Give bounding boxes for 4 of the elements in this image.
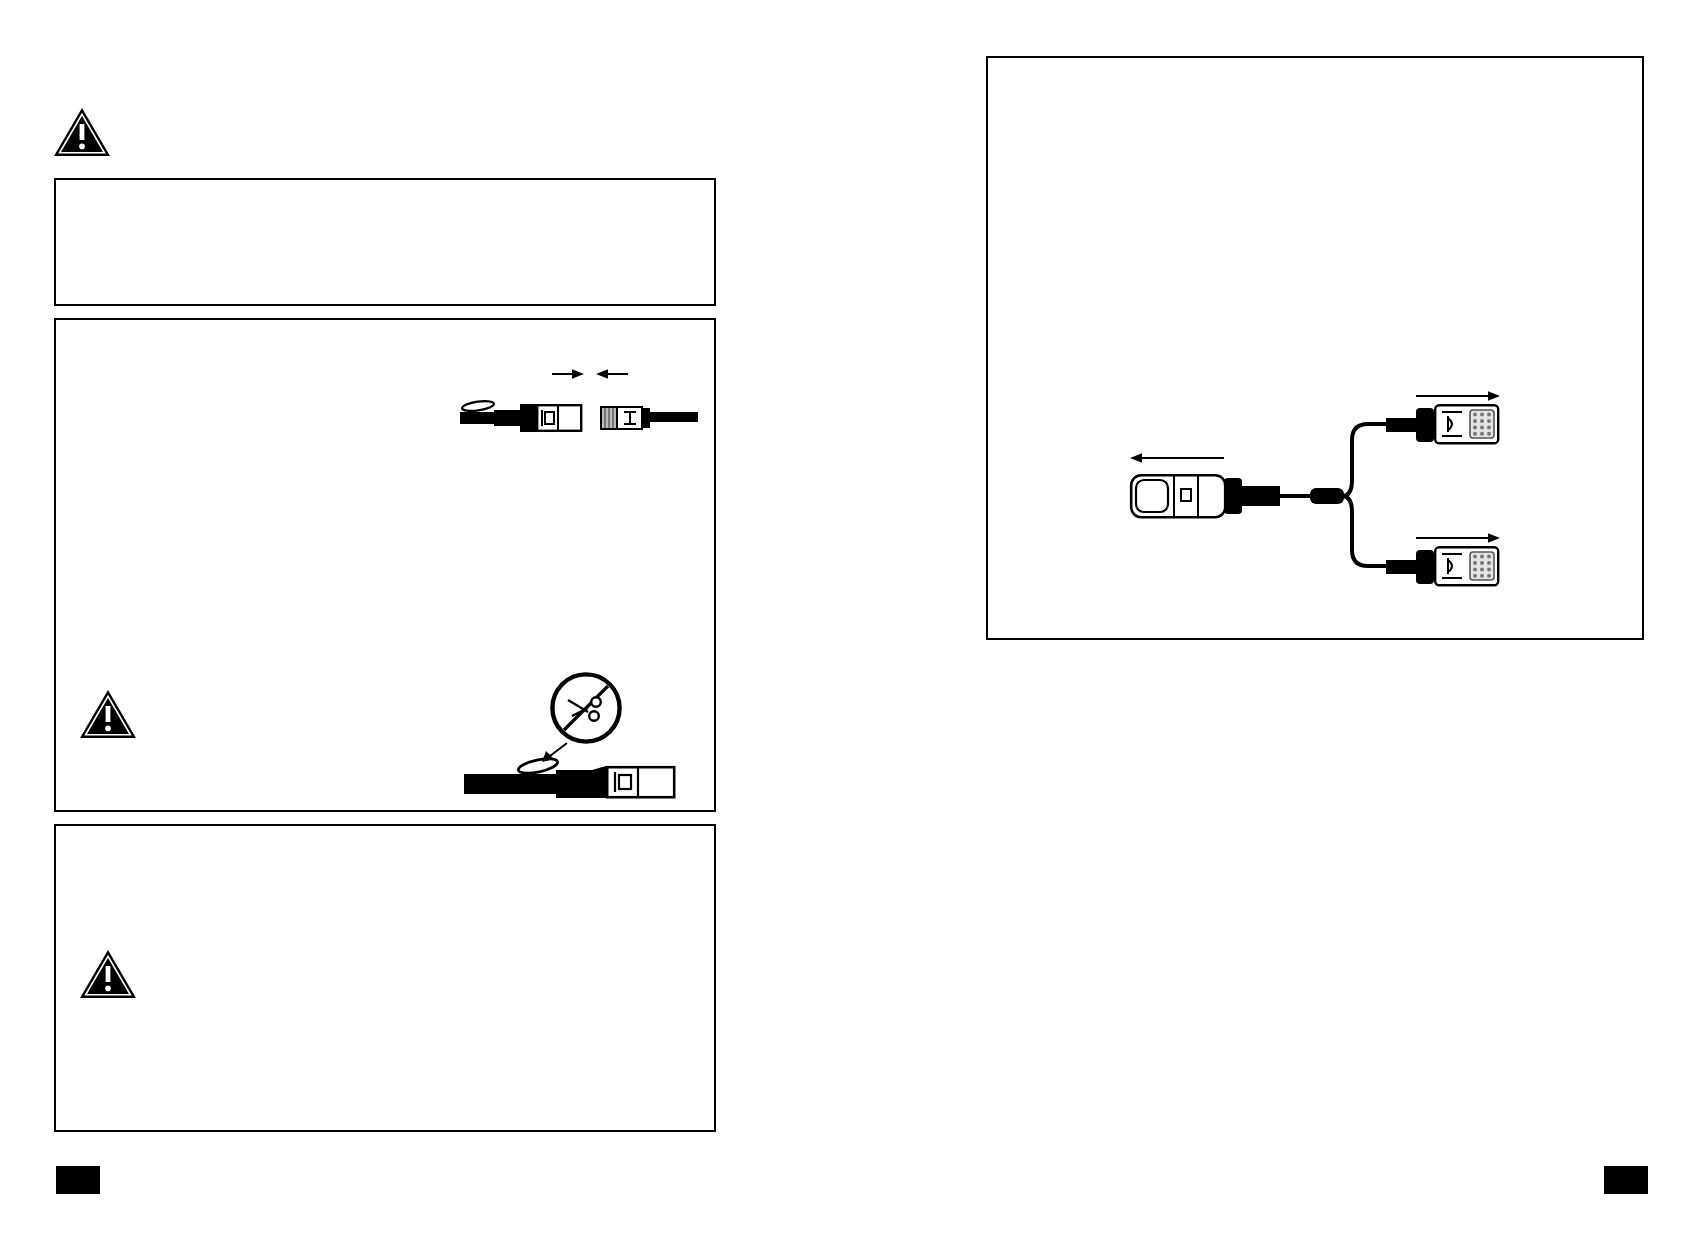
content-panel: [54, 824, 716, 1132]
content-panel: [54, 178, 716, 306]
content-panel: [986, 56, 1644, 640]
content-panel: [54, 318, 716, 812]
